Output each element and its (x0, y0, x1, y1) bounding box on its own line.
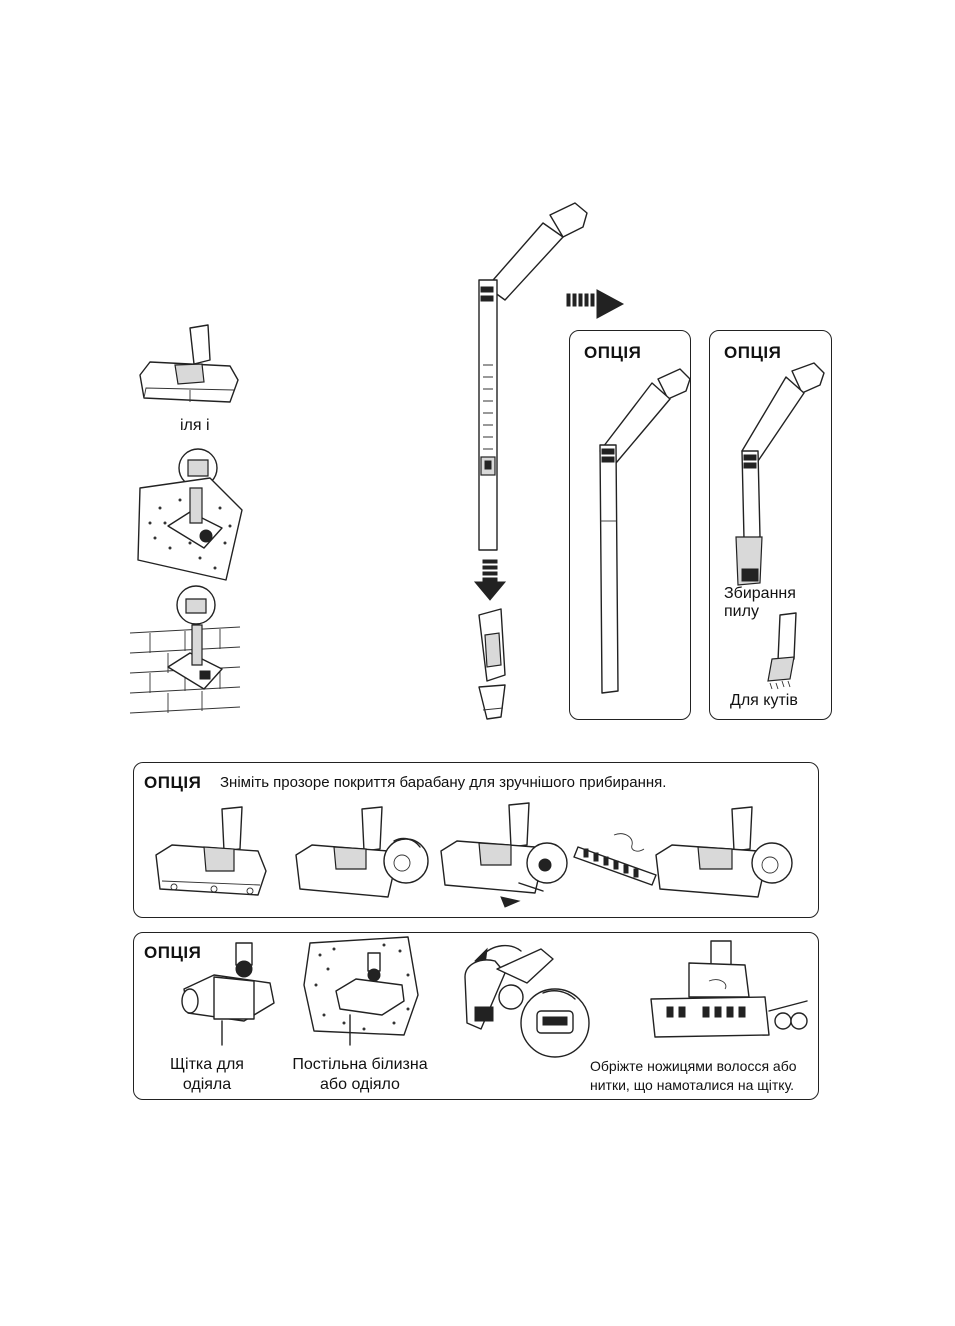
bedding-caption-line2: або одіяло (274, 1075, 446, 1094)
nozzle-caption: іля і (180, 416, 210, 435)
bedding-caption-line1: Постільна білизна (274, 1055, 446, 1074)
bedding-illustration (304, 935, 424, 1045)
option-label: ОПЦІЯ (584, 343, 641, 363)
option-panel-drum: ОПЦІЯ Зніміть прозоре покриття барабану … (133, 762, 819, 918)
cut-caption-line2: нитки, що намоталися на щітку. (590, 1076, 794, 1095)
hard-floor-nozzle-illustration (130, 585, 250, 720)
dust-caption-line1: Збирання (724, 584, 796, 603)
drum-step-3-illustration (439, 801, 569, 911)
dust-brush-illustration (722, 361, 832, 591)
option-panel-blanket: ОПЦІЯ Щітка для одіяла Постільна білизна… (133, 932, 819, 1100)
drum-step-1-illustration (154, 805, 274, 905)
cutting-hair-illustration (649, 937, 814, 1047)
corners-caption: Для кутів (730, 691, 798, 710)
option-label: ОПЦІЯ (724, 343, 781, 363)
corner-tool-illustration (750, 609, 810, 689)
option-panel-pipe: ОПЦІЯ (569, 330, 691, 720)
floor-nozzle-illustration (130, 320, 250, 415)
carpet-nozzle-illustration (130, 448, 250, 583)
brush-caption-line2: одіяла (150, 1075, 264, 1094)
drum-step-5-illustration (654, 805, 814, 915)
drum-step-2-illustration (294, 805, 429, 905)
blanket-brush-illustration (174, 937, 284, 1047)
option-label: ОПЦІЯ (144, 773, 201, 793)
cut-caption-line1: Обріжте ножицями волосся або (590, 1057, 797, 1076)
pipe-option-illustration (590, 361, 690, 701)
open-brush-illustration (459, 937, 589, 1062)
drum-instruction: Зніміть прозоре покриття барабану для зр… (220, 773, 666, 792)
option-arrow-icon (565, 290, 625, 320)
brush-caption-line1: Щітка для (150, 1055, 264, 1074)
option-panel-tools: ОПЦІЯ Збирання пилу Для кутів (709, 330, 832, 720)
